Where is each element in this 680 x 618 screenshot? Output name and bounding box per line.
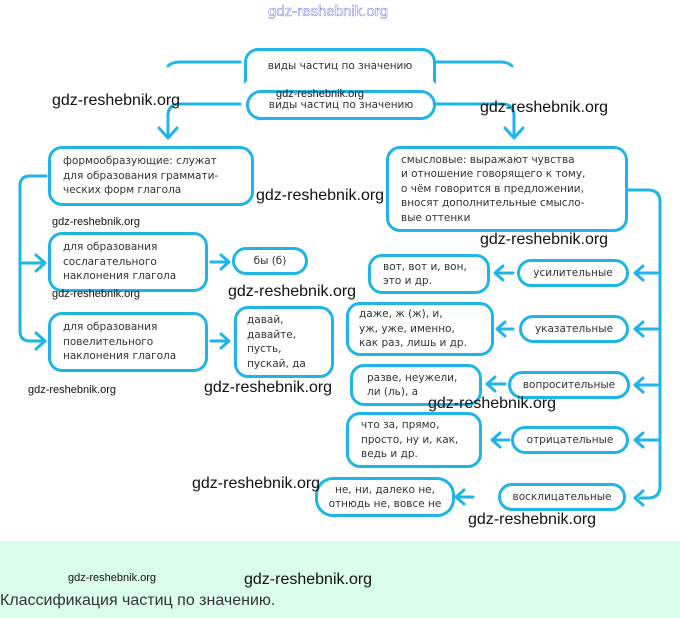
watermark: gdz-reshebnik.org [256, 187, 385, 204]
subjunctive-examples: бы (б) [232, 247, 308, 275]
imperative-box: для образования повелительного наклонени… [48, 312, 208, 372]
examples-interrogative: разве, неужели, ли (ль), а [350, 364, 482, 406]
watermark: gdz-reshebnik.org [480, 99, 609, 116]
right-trunk [625, 188, 662, 500]
examples-text: что за, прямо, просто, ну и, как, ведь и… [361, 419, 459, 461]
arrowhead-imp [219, 332, 231, 350]
caption-band [0, 541, 680, 618]
imperative-examples-text: давай, давайте, пусть, пускай, да [247, 314, 306, 370]
connector-root-right [434, 102, 516, 138]
examples-text: вот, вот и, вон, это и др. [383, 260, 467, 288]
watermark: gdz-reshebnik.org [244, 571, 373, 588]
arrowhead-right-main [503, 126, 525, 140]
examples-text: разве, неужели, ли (ль), а [367, 371, 458, 399]
watermark: gdz-reshebnik.org [192, 475, 321, 492]
right-branches [633, 264, 662, 507]
subjunctive-box: для образования сослагательного наклонен… [48, 232, 208, 292]
form-building-box: формообразующие: служат для образования … [48, 146, 254, 206]
left-trunk [18, 174, 48, 343]
examples-intensifying: вот, вот и, вон, это и др. [368, 254, 490, 294]
watermark: gdz-reshebnik.org [204, 379, 333, 396]
category-exclamatory: восклицательные [498, 483, 626, 511]
figure-caption: Классификация частиц по значению. [0, 592, 276, 609]
examples-text: не, ни, далеко не, отнюдь не, вовсе не [328, 483, 442, 511]
examples-exclamatory: не, ни, далеко не, отнюдь не, вовсе не [315, 477, 455, 517]
watermark: gdz-reshebnik.org [268, 3, 389, 20]
watermark: gdz-reshebnik.org [228, 283, 357, 300]
form-building-label: формообразующие: служат для образования … [63, 155, 219, 197]
watermark: gdz-reshebnik.org [468, 511, 597, 528]
root-ghost-label: виды частиц по значению [267, 59, 413, 72]
category-label: восклицательные [512, 490, 612, 503]
root-label: виды частиц по значению [268, 98, 414, 111]
category-label: усилительные [533, 266, 613, 279]
category-negative: отрицательные [511, 426, 629, 454]
watermark: gdz-reshebnik.org [68, 572, 157, 584]
watermark: gdz-reshebnik.org [480, 231, 609, 248]
examples-demonstrative: даже, ж (ж), и, уж, уже, именно, как раз… [346, 302, 494, 356]
category-label: вопросительные [522, 378, 616, 391]
semantic-box: смысловые: выражают чувства и отношение … [386, 146, 628, 232]
watermark: gdz-reshebnik.org [276, 88, 365, 100]
connector-root-left [166, 102, 242, 138]
imperative-label: для образования повелительного наклонени… [63, 321, 177, 363]
arrowhead-left-1 [34, 253, 47, 273]
arrowhead-left-2 [34, 331, 47, 351]
category-interrogative: вопросительные [508, 371, 630, 399]
watermark: gdz-reshebnik.org [28, 384, 117, 396]
watermark: gdz-reshebnik.org [52, 288, 141, 300]
subjunctive-label: для образования сослагательного наклонен… [63, 241, 177, 283]
root-box-ghost: виды частиц по значению [244, 48, 436, 84]
semantic-label: смысловые: выражают чувства и отношение … [401, 153, 586, 224]
category-label: указательные [534, 322, 614, 335]
ghost-connector-right [434, 60, 514, 68]
category-intensifying: усилительные [517, 259, 629, 287]
root-box: виды частиц по значению [246, 90, 436, 120]
arrowhead-left-main [157, 126, 179, 140]
category-label: отрицательные [526, 433, 614, 446]
connector-lines [18, 60, 662, 507]
arrowhead-subj [219, 253, 231, 271]
watermark: gdz-reshebnik.org [52, 216, 141, 228]
examples-negative: что за, прямо, просто, ну и, как, ведь и… [346, 412, 482, 468]
subjunctive-examples-text: бы (б) [253, 254, 287, 267]
examples-text: даже, ж (ж), и, уж, уже, именно, как раз… [359, 308, 467, 350]
watermark: gdz-reshebnik.org [52, 92, 181, 109]
imperative-examples: давай, давайте, пусть, пускай, да [234, 306, 334, 378]
ghost-connector-left [166, 60, 242, 68]
right-inner-arrows [454, 264, 515, 506]
category-demonstrative: указательные [519, 315, 629, 343]
watermark: gdz-reshebnik.org [428, 395, 557, 412]
